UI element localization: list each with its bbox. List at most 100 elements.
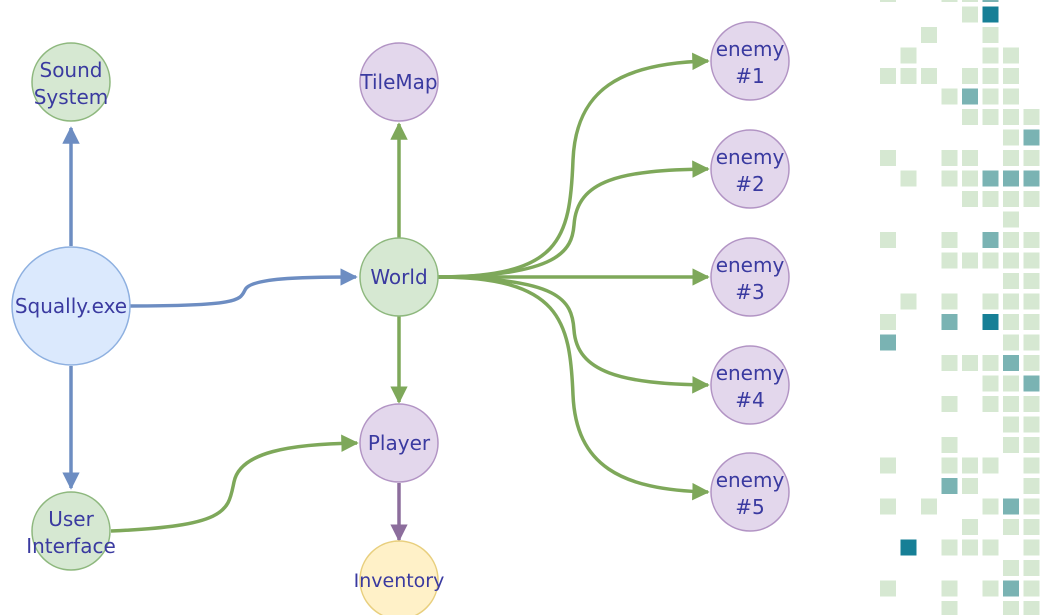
- decorative-tile: [941, 150, 958, 166]
- node-player: Player: [359, 403, 439, 483]
- decorative-tile: [1023, 457, 1040, 474]
- decorative-tile: [982, 232, 999, 248]
- node-enemy3-label-2: #3: [735, 280, 764, 304]
- decorative-tile: [1003, 252, 1019, 269]
- decorative-tile: [982, 88, 999, 105]
- decorative-tile: [1023, 129, 1040, 146]
- decorative-tile: [1003, 129, 1019, 146]
- decorative-tile: [962, 6, 978, 23]
- decorative-tile: [1023, 252, 1040, 269]
- decorative-tile: [1023, 478, 1040, 494]
- decorative-tile: [900, 293, 917, 310]
- decorative-tile: [982, 109, 999, 125]
- decorative-tile: [1003, 334, 1019, 351]
- node-enemy2-label-1: enemy: [716, 145, 785, 169]
- decorative-tile: [1023, 560, 1040, 576]
- decorative-tile: [1023, 109, 1040, 125]
- decorative-tile: [982, 293, 999, 310]
- decorative-tile: [982, 191, 999, 207]
- decorative-tile: [982, 396, 999, 412]
- decorative-tile: [982, 170, 999, 187]
- node-squally-label: Squally.exe: [15, 294, 127, 318]
- edge-world-to-enemy2: [437, 160, 710, 279]
- decorative-tile: [1003, 601, 1019, 615]
- decorative-tile: [1003, 47, 1019, 64]
- decorative-tile: [1003, 355, 1019, 371]
- decorative-tile: [1003, 437, 1019, 453]
- decorative-tile: [941, 478, 958, 494]
- decorative-tile: [1003, 211, 1019, 228]
- node-enemy2-label-2: #2: [735, 172, 764, 196]
- decorative-tile: [900, 47, 917, 64]
- decorative-tile: [941, 457, 958, 474]
- decorative-tile: [941, 314, 958, 330]
- decorative-tile: [1023, 170, 1040, 187]
- decorative-tile: [962, 519, 978, 535]
- decorative-tile: [962, 68, 978, 84]
- decorative-tile: [1023, 293, 1040, 310]
- decorative-tile: [982, 457, 999, 474]
- decorative-tile: [1023, 396, 1040, 412]
- decorative-tile: [1003, 416, 1019, 433]
- node-enemy4-label-2: #4: [735, 388, 764, 412]
- decorative-tile: [941, 396, 958, 412]
- decorative-tile: [1023, 519, 1040, 535]
- decorative-tile: [982, 6, 999, 23]
- node-enemy1-label-2: #1: [735, 64, 764, 88]
- decorative-tile: [941, 88, 958, 105]
- node-enemy4: enemy #4: [710, 345, 790, 425]
- decorative-tile: [1023, 191, 1040, 207]
- decorative-tile-pattern: [880, 0, 1040, 615]
- decorative-tile: [962, 191, 978, 207]
- decorative-tile: [982, 355, 999, 371]
- edge-ui-to-player: [110, 434, 359, 533]
- decorative-tile: [962, 355, 978, 371]
- decorative-tile: [962, 0, 978, 2]
- decorative-tile: [962, 88, 978, 105]
- decorative-tile: [880, 150, 896, 166]
- decorative-tile: [1023, 273, 1040, 289]
- decorative-tile: [880, 498, 896, 515]
- node-enemy1: enemy #1: [710, 21, 790, 101]
- decorative-tile: [880, 68, 896, 84]
- decorative-tile: [880, 0, 896, 2]
- decorative-tile: [1003, 519, 1019, 535]
- decorative-tile: [880, 580, 896, 597]
- decorative-tile: [1003, 396, 1019, 412]
- decorative-tile: [962, 478, 978, 494]
- decorative-tile: [921, 27, 937, 43]
- node-sound-system-label-1: Sound: [40, 58, 103, 82]
- decorative-tile: [962, 150, 978, 166]
- decorative-tile: [900, 68, 917, 84]
- decorative-tile: [1023, 498, 1040, 515]
- edge-world-to-enemy5: [437, 275, 710, 501]
- decorative-tile: [982, 580, 999, 597]
- decorative-tile: [1003, 150, 1019, 166]
- edges: [62, 52, 710, 542]
- decorative-tile: [1023, 355, 1040, 371]
- decorative-tile: [941, 0, 958, 2]
- node-user-interface: User Interface: [26, 491, 116, 571]
- edge-world-to-enemy1: [437, 52, 710, 279]
- node-inventory: Inventory: [354, 540, 444, 615]
- decorative-tile: [921, 68, 937, 84]
- node-enemy5-label-2: #5: [735, 495, 764, 519]
- decorative-tile: [900, 170, 917, 187]
- node-sound-system-label-2: System: [34, 85, 109, 109]
- node-enemy3-label-1: enemy: [716, 253, 785, 277]
- node-world-label: World: [370, 265, 427, 289]
- node-tilemap: TileMap: [359, 42, 439, 122]
- decorative-tile: [962, 252, 978, 269]
- edge-squally-to-world: [129, 268, 358, 308]
- decorative-tile: [941, 355, 958, 371]
- decorative-tile: [880, 232, 896, 248]
- decorative-tile: [941, 601, 958, 615]
- node-user-interface-label-1: User: [48, 507, 94, 531]
- decorative-tile: [982, 47, 999, 64]
- decorative-tile: [1003, 68, 1019, 84]
- decorative-tile: [982, 498, 999, 515]
- edge-world-to-enemy4: [437, 275, 710, 394]
- decorative-tile: [921, 498, 937, 515]
- decorative-tile: [941, 539, 958, 556]
- decorative-tile: [982, 0, 999, 2]
